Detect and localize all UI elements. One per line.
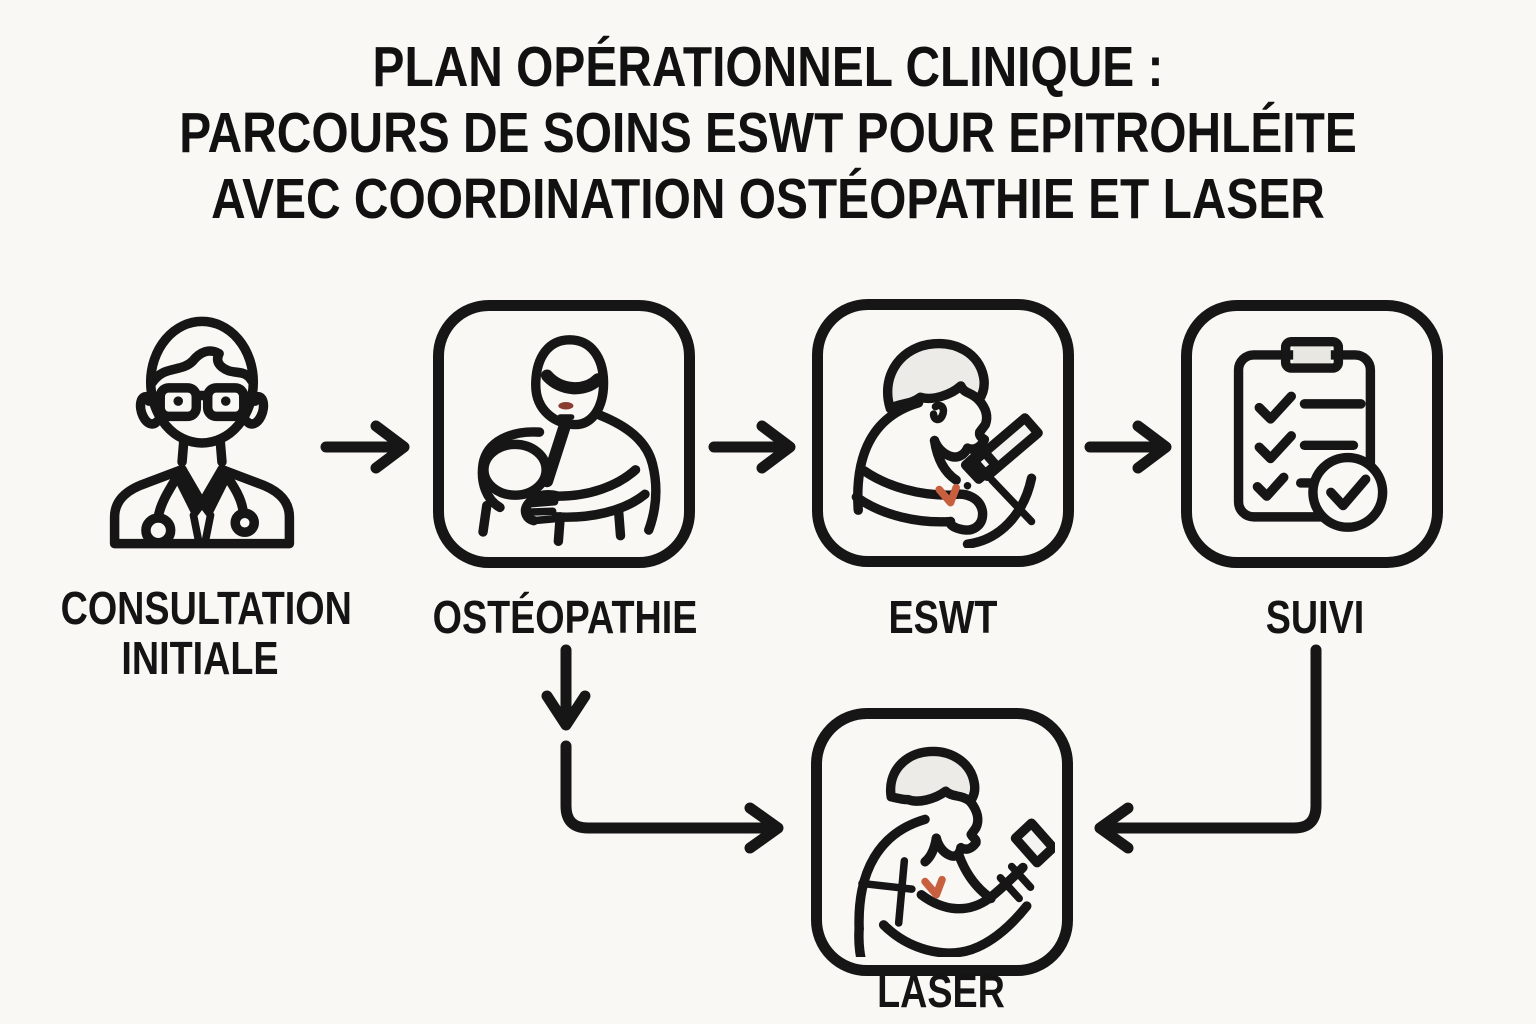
page-title: PLAN OPÉRATIONNEL CLINIQUE : PARCOURS DE… [0,34,1536,232]
arrow-osteopathie-down [541,644,591,731]
node-laser [811,708,1073,976]
laser-treatment-icon [854,746,1055,957]
title-line-3: AVEC COORDINATION OSTÉOPATHIE ET LASER [211,167,1325,231]
osteopathy-patient-icon [477,335,661,547]
eswt-label: ESWT [888,591,998,643]
title-line-2: PARCOURS DE SOINS ESWT POUR EPITROHLÉITE [179,101,1357,165]
suivi-label: SUIVI [1265,591,1365,643]
shockwave-treatment-icon [851,338,1043,548]
node-eswt [812,299,1074,567]
node-suivi [1181,300,1443,568]
arrow-osteopathie-to-laser [560,740,784,854]
osteopathie-label: OSTÉOPATHIE [432,591,698,643]
arrow-consultation-to-osteopathie [320,420,410,474]
consultation-label: CONSULTATION INITIALE [60,582,352,684]
arrow-eswt-to-suivi [1084,420,1172,474]
checklist-icon [1233,337,1388,532]
node-osteopathie [433,300,695,568]
title-line-1: PLAN OPÉRATIONNEL CLINIQUE : [372,35,1164,99]
arrow-osteopathie-to-eswt [708,420,796,474]
node-consultation [88,292,316,559]
doctor-icon [109,316,295,549]
arrow-suivi-to-laser [1094,644,1322,854]
laser-label: LASER [877,965,1005,1017]
